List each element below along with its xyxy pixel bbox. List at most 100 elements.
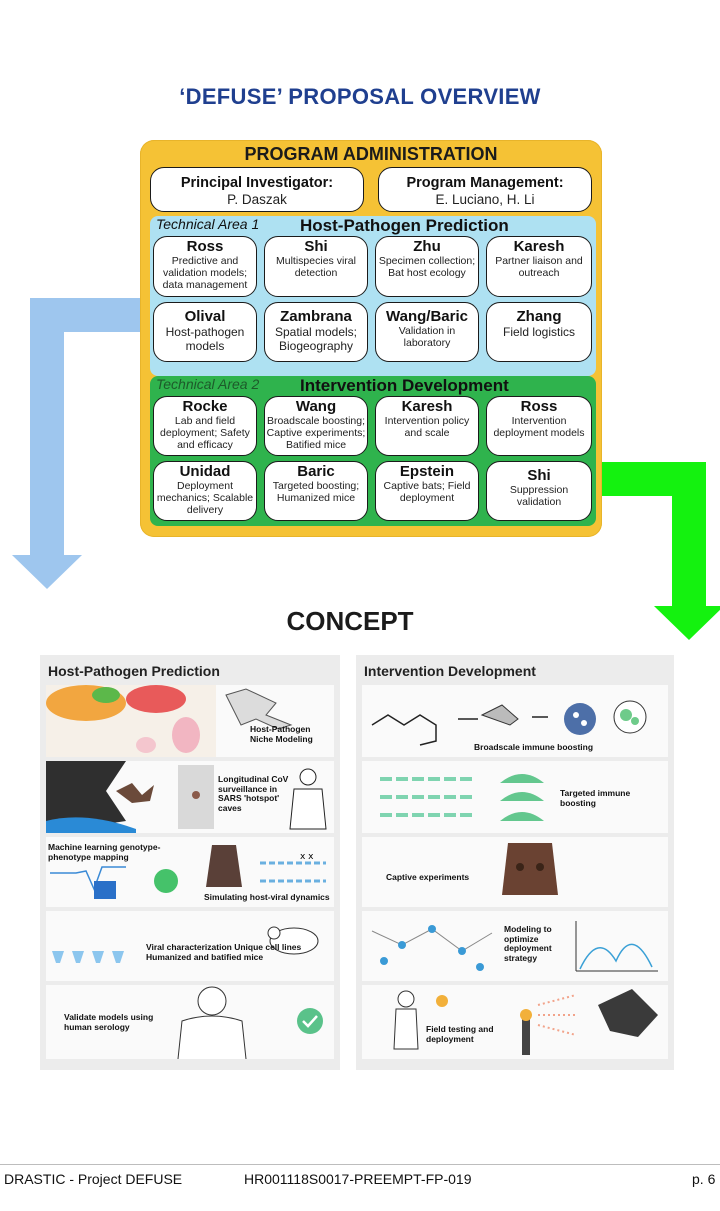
ta1-member-ross: Ross Predictive and validation models; d… bbox=[153, 236, 257, 297]
row-label: Modeling to optimize deployment strategy bbox=[504, 924, 552, 963]
member-role: Intervention deployment models bbox=[493, 415, 585, 439]
concept-row-surveillance: Longitudinal CoV surveillance in SARS 'h… bbox=[46, 761, 334, 833]
left-arrow-head-icon bbox=[12, 555, 82, 589]
ml-genotype-illustration: x x bbox=[50, 845, 326, 899]
ta2-member-karesh: Karesh Intervention policy and scale bbox=[375, 396, 479, 456]
left-arrow-shaft-vertical bbox=[30, 298, 64, 556]
molecule-bat-illustration bbox=[371, 700, 647, 746]
right-arrow-head-icon bbox=[654, 606, 720, 640]
concept-intervention-panel: Intervention Development Broadscale immu… bbox=[356, 655, 674, 1070]
member-role: Captive bats; Field deployment bbox=[383, 480, 471, 504]
pi-label: Principal Investigator: bbox=[180, 175, 334, 191]
member-role: Targeted boosting; Humanized mice bbox=[272, 480, 360, 504]
member-role: Specimen collection; Bat host ecology bbox=[378, 255, 476, 279]
network-model-illustration bbox=[371, 921, 658, 972]
member-name: Zambrana bbox=[280, 308, 352, 325]
ta1-member-shi: Shi Multispecies viral detection bbox=[264, 236, 368, 297]
concept-row-niche-modeling: Host-Pathogen Niche Modeling bbox=[46, 685, 334, 757]
row-label: Targeted immune boosting bbox=[560, 788, 631, 808]
concept-row-serology: Validate models using human serology bbox=[46, 985, 334, 1060]
concept-row-modeling: Modeling to optimize deployment strategy bbox=[362, 911, 668, 981]
member-name: Baric bbox=[297, 463, 335, 480]
ta2-tag: Technical Area 2 bbox=[156, 376, 260, 392]
member-role: Spatial models; Biogeography bbox=[274, 325, 358, 353]
cave-bats-illustration bbox=[46, 761, 327, 833]
ta2-member-epstein: Epstein Captive bats; Field deployment bbox=[375, 461, 479, 521]
footer-center: HR001118S0017-PREEMPT-FP-019 bbox=[244, 1171, 472, 1187]
row-label: Viral characterization Unique cell lines… bbox=[146, 942, 302, 962]
row-label: Validate models using human serology bbox=[64, 1012, 154, 1032]
svg-text:x x: x x bbox=[300, 852, 314, 862]
ta2-member-unidad: Unidad Deployment mechanics; Scalable de… bbox=[153, 461, 257, 521]
ta2-member-baric: Baric Targeted boosting; Humanized mice bbox=[264, 461, 368, 521]
member-name: Olival bbox=[184, 308, 226, 325]
member-name: Wang bbox=[295, 398, 337, 415]
concept-row-broadscale: Broadscale immune boosting bbox=[362, 685, 668, 757]
concept-row-ml-mapping: x x Machine learning genotype-phenotype … bbox=[46, 837, 334, 907]
targeted-boosting-illustration bbox=[380, 774, 544, 821]
row-label: Simulating host-viral dynamics bbox=[204, 892, 330, 902]
ta1-member-zambrana: Zambrana Spatial models; Biogeography bbox=[264, 302, 368, 362]
concept-title: CONCEPT bbox=[286, 606, 414, 636]
footer-divider bbox=[0, 1164, 720, 1165]
member-role: Broadscale boosting; Captive experiments… bbox=[266, 415, 366, 451]
concept-left-heading: Host-Pathogen Prediction bbox=[48, 663, 220, 679]
member-name: Unidad bbox=[179, 463, 231, 480]
document-title: ‘DEFUSE’ PROPOSAL OVERVIEW bbox=[179, 84, 541, 109]
program-management-box: Program Management: E. Luciano, H. Li bbox=[378, 167, 592, 212]
concept-row-targeted: Targeted immune boosting bbox=[362, 761, 668, 833]
ta1-member-zhang: Zhang Field logistics bbox=[486, 302, 592, 362]
ta2-member-rocke: Rocke Lab and field deployment; Safety a… bbox=[153, 396, 257, 456]
niche-map-illustration bbox=[46, 685, 293, 757]
field-deployment-illustration bbox=[393, 989, 658, 1055]
member-role: Deployment mechanics; Scalable delivery bbox=[156, 480, 254, 516]
member-name: Zhu bbox=[413, 238, 441, 255]
ta2-member-shi: Shi Suppression validation bbox=[486, 461, 592, 521]
technical-area-1-panel: Technical Area 1 Host-Pathogen Predictio… bbox=[150, 216, 596, 376]
row-label: Longitudinal CoV surveillance in SARS 'h… bbox=[218, 774, 289, 813]
member-role: Intervention policy and scale bbox=[384, 415, 470, 439]
member-name: Rocke bbox=[182, 398, 228, 415]
technical-area-2-panel: Technical Area 2 Intervention Developmen… bbox=[150, 376, 596, 526]
ta1-member-zhu: Zhu Specimen collection; Bat host ecolog… bbox=[375, 236, 479, 297]
row-label: Broadscale immune boosting bbox=[474, 742, 594, 752]
concept-host-pathogen-panel: Host-Pathogen Prediction Host-Pathogen N… bbox=[40, 655, 340, 1070]
ta2-member-wang: Wang Broadscale boosting; Captive experi… bbox=[264, 396, 368, 456]
member-name: Shi bbox=[527, 467, 551, 484]
pm-label: Program Management: bbox=[406, 175, 564, 191]
ta2-member-ross: Ross Intervention deployment models bbox=[486, 396, 592, 456]
member-name: Ross bbox=[520, 398, 558, 415]
concept-row-field-testing: Field testing and deployment bbox=[362, 985, 668, 1059]
member-role: Suppression validation bbox=[509, 484, 569, 508]
row-label: Host-Pathogen Niche Modeling bbox=[250, 724, 313, 744]
member-role: Multispecies viral detection bbox=[276, 255, 356, 279]
ta1-heading: Host-Pathogen Prediction bbox=[300, 216, 509, 235]
member-name: Shi bbox=[304, 238, 328, 255]
member-role: Partner liaison and outreach bbox=[495, 255, 583, 279]
member-role: Lab and field deployment; Safety and eff… bbox=[160, 415, 250, 451]
row-label: Captive experiments bbox=[386, 872, 470, 882]
ta1-member-wang-baric: Wang/Baric Validation in laboratory bbox=[375, 302, 479, 362]
concept-row-captive: Captive experiments bbox=[362, 837, 668, 907]
cells-mouse-illustration bbox=[52, 926, 319, 963]
ta1-member-olival: Olival Host-pathogen models bbox=[153, 302, 257, 362]
concept-right-heading: Intervention Development bbox=[364, 663, 536, 679]
row-label: Machine learning genotype-phenotype mapp… bbox=[48, 842, 161, 862]
member-name: Zhang bbox=[516, 308, 562, 325]
program-administration-title: PROGRAM ADMINISTRATION bbox=[244, 144, 498, 164]
principal-investigator-box: Principal Investigator: P. Daszak bbox=[150, 167, 364, 212]
ta1-tag: Technical Area 1 bbox=[156, 216, 260, 232]
ta1-member-karesh: Karesh Partner liaison and outreach bbox=[486, 236, 592, 297]
member-name: Karesh bbox=[513, 238, 565, 255]
people-check-illustration bbox=[177, 986, 323, 1060]
pi-name: P. Daszak bbox=[227, 192, 287, 207]
pm-names: E. Luciano, H. Li bbox=[435, 192, 535, 207]
member-name: Epstein bbox=[399, 463, 455, 480]
captive-bats-illustration bbox=[502, 843, 558, 895]
row-label: Field testing and deployment bbox=[426, 1024, 494, 1044]
concept-row-viral-characterization: Viral characterization Unique cell lines… bbox=[46, 911, 334, 981]
member-role: Field logistics bbox=[502, 325, 576, 339]
member-role: Host-pathogen models bbox=[165, 325, 245, 353]
member-name: Ross bbox=[186, 238, 224, 255]
member-role: Predictive and validation models; data m… bbox=[162, 255, 248, 291]
